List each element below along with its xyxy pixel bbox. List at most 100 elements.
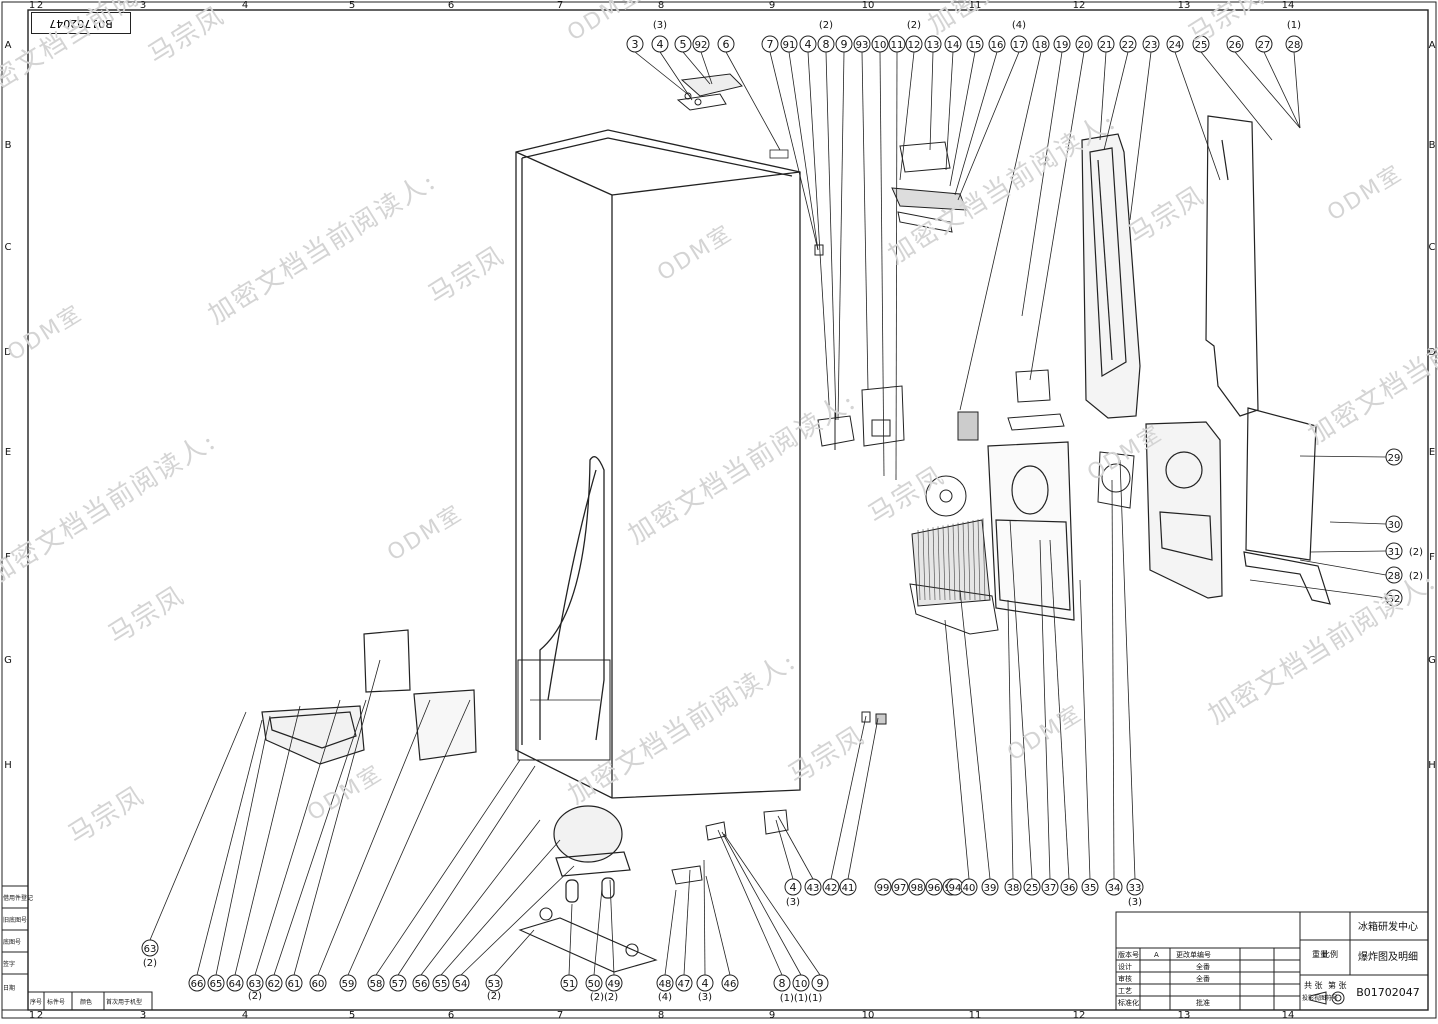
leader-line [1079, 579, 1091, 880]
fin [922, 529, 926, 601]
tb-dept: 冰箱研发中心 [1358, 920, 1418, 933]
leader-line [717, 829, 783, 976]
leader-line [721, 831, 802, 976]
balloon-circle [1285, 35, 1303, 53]
balloon-label: 41 [842, 883, 855, 894]
tb-approve-label: 批准 [1196, 998, 1210, 1007]
balloon-circle [1166, 35, 1184, 53]
leader-line [254, 699, 341, 976]
leader-line [347, 699, 471, 976]
balloon-circle [656, 974, 674, 992]
quantity-label: (4) [1012, 20, 1026, 31]
quantity-label: (2) [143, 958, 157, 969]
leader-line [1293, 51, 1301, 129]
balloon-61: 61 [285, 974, 303, 992]
grid-col-8: 8 [658, 0, 664, 11]
grid-col-9: 9 [769, 0, 775, 11]
balloon-circle [761, 35, 779, 53]
leader-line [705, 875, 731, 976]
grid-row-B: B [1429, 140, 1436, 151]
drain-tray-assembly [261, 705, 365, 765]
balloon-circle [966, 35, 984, 53]
balloon-circle [1081, 878, 1099, 896]
balloon-41: 41 [839, 878, 857, 896]
balloon-circle [1023, 878, 1041, 896]
leader-line [1039, 539, 1051, 880]
grid-col-1: 1 [29, 1010, 35, 1020]
quantity-label: (2) [487, 991, 501, 1002]
balloon-label: 53 [488, 979, 501, 990]
balloon-13: 13 [924, 35, 942, 53]
balloon-label: 42 [825, 883, 838, 894]
balloon-label: 11 [891, 40, 904, 51]
quantity-label: (3) [698, 992, 712, 1003]
balloon-circle [988, 35, 1006, 53]
grid-row-F: F [1429, 552, 1435, 563]
quantity-label: (1) [1287, 20, 1301, 31]
fin [917, 529, 921, 601]
balloon-34: 34 [1105, 878, 1123, 896]
vent-grille [957, 369, 1065, 441]
balloon-label: 94 [949, 883, 962, 894]
leader-line [957, 51, 1020, 201]
balloon-label: 35 [1084, 883, 1097, 894]
balloon-65: 65 [207, 974, 225, 992]
balloon-label: 12 [908, 40, 921, 51]
balloon-4: 4 [651, 35, 669, 53]
balloon-label: 18 [1035, 40, 1048, 51]
balloon-label: 4 [805, 38, 812, 51]
balloon-66: 66 [188, 974, 206, 992]
balloon-circle [432, 974, 450, 992]
middle-hinge-bracket [814, 244, 855, 450]
grid-col-13: 13 [1178, 0, 1191, 11]
fin [952, 523, 956, 601]
leader-line [725, 51, 781, 151]
balloon-label: 93 [856, 40, 869, 51]
balloon-48: 48 [656, 974, 674, 992]
leader-line [1007, 599, 1014, 880]
fin [927, 528, 931, 601]
balloon-94: 94 [946, 878, 964, 896]
tb-version-label: 版本号 [1118, 950, 1139, 959]
tb-change-label: 更改单编号 [1176, 950, 1211, 959]
balloon-label: 37 [1044, 883, 1057, 894]
grid-row-E: E [1429, 447, 1435, 458]
balloon-circle [792, 974, 810, 992]
balloon-5: 5 [674, 35, 692, 53]
grid-col-14: 14 [1282, 0, 1295, 11]
balloon-label: 27 [1258, 40, 1271, 51]
balloon-circle [784, 878, 802, 896]
balloon-33: 33 [1126, 878, 1144, 896]
evaporator-coil [909, 518, 999, 635]
balloon-circle [485, 974, 503, 992]
leader-line [700, 51, 713, 85]
grid-col-1: 1 [29, 0, 35, 11]
leader-line [593, 887, 603, 976]
grid-col-8: 8 [658, 1010, 664, 1020]
balloon-63: 63 [141, 939, 159, 957]
balloon-label: 10 [795, 979, 808, 990]
balloon-label: 39 [984, 883, 997, 894]
leader-line [769, 51, 819, 251]
balloon-label: 20 [1078, 40, 1091, 51]
balloon-4: 4 [696, 974, 714, 992]
balloon-label: 5 [680, 38, 687, 51]
balloon-circle [674, 35, 692, 53]
leader-line [375, 759, 521, 976]
balloon-label: 25 [1195, 40, 1208, 51]
balloon-64: 64 [226, 974, 244, 992]
leader-line [1299, 559, 1387, 576]
grid-col-3: 3 [140, 1010, 146, 1020]
refrigerator-cabinet [515, 129, 801, 799]
quantity-label: (3) [1128, 897, 1142, 908]
balloon-39: 39 [981, 878, 999, 896]
balloon-circle [1226, 35, 1244, 53]
balloon-label: 8 [823, 38, 830, 51]
leader-line [493, 929, 535, 976]
leader-line [568, 903, 573, 976]
leader-line [1099, 51, 1107, 141]
evaporator-cover [1145, 421, 1223, 599]
balloon-circle [799, 35, 817, 53]
grid-col-5: 5 [349, 0, 355, 11]
